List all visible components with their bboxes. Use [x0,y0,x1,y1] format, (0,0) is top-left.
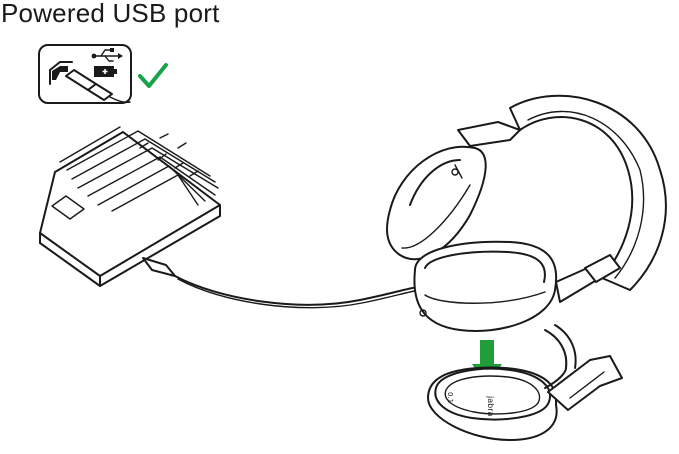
headset [387,96,666,368]
battery-plus-icon [94,66,117,77]
checkmark-icon [140,65,166,86]
charging-stand: jabra 0.1 [428,356,622,440]
usb-cable [175,276,418,305]
base-brand-text: jabra [486,395,495,416]
laptop [40,127,220,286]
usb-port-inset [39,45,131,103]
base-mark-text: 0.1 [446,392,454,403]
